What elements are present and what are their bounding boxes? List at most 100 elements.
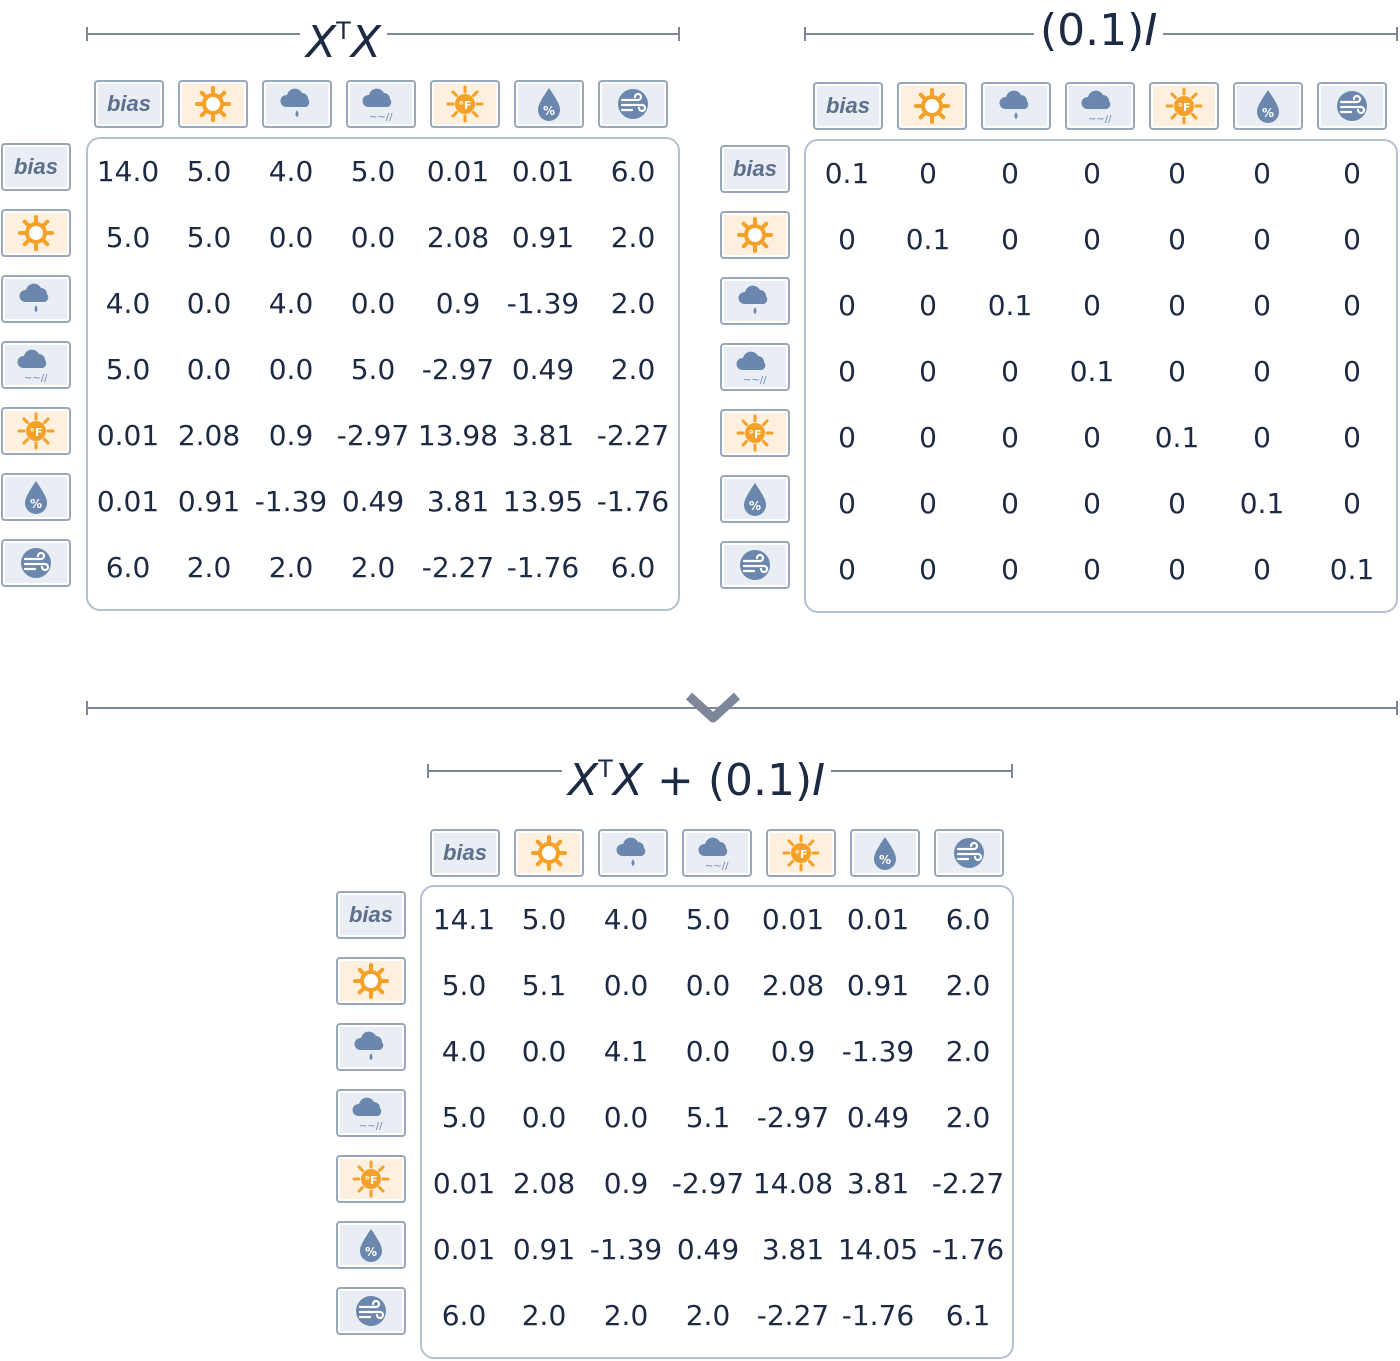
humidity-icon: % xyxy=(865,833,905,873)
matrix-cell: 0 xyxy=(838,553,856,586)
matrix-cell: 0.49 xyxy=(341,485,405,518)
matrix-cell: 0.0 xyxy=(685,969,731,1002)
sun-icon xyxy=(16,213,56,253)
svg-text:%: % xyxy=(30,497,42,511)
matrix-cell: 0.1 xyxy=(824,157,870,190)
matrix-cell: 0.01 xyxy=(761,903,825,936)
column-header-bias: bias xyxy=(430,829,500,877)
matrix-cell: 0.01 xyxy=(96,419,160,452)
matrix-cell: 0 xyxy=(1253,289,1271,322)
matrix-cell: 0 xyxy=(1343,421,1361,454)
row-header-temperature: °F xyxy=(336,1155,406,1203)
matrix-cell: 0.01 xyxy=(432,1233,496,1266)
humidity-icon: % xyxy=(735,479,775,519)
matrix-cell: 0.01 xyxy=(511,155,575,188)
svg-text:~~//: ~~// xyxy=(369,112,393,123)
matrix-cell: 0 xyxy=(838,289,856,322)
matrix-cell: 0.01 xyxy=(432,1167,496,1200)
matrix-cell: 0.0 xyxy=(186,287,232,320)
matrix-cell: 4.0 xyxy=(105,287,151,320)
svg-text:~~//: ~~// xyxy=(24,373,48,384)
matrix-cell: 5.0 xyxy=(186,155,232,188)
matrix-cell: 2.0 xyxy=(603,1299,649,1332)
sun-icon xyxy=(529,833,569,873)
row-header-cloud-snow: ~~// xyxy=(720,343,790,391)
matrix-cell: 0.91 xyxy=(511,221,575,254)
matrix-cell: 5.0 xyxy=(105,353,151,386)
matrix-cell: 5.0 xyxy=(521,903,567,936)
svg-text:%: % xyxy=(543,104,555,118)
matrix-cell: -1.76 xyxy=(841,1299,915,1332)
column-header-cloud-rain xyxy=(981,82,1051,130)
title-xtx: XTX xyxy=(300,6,387,68)
matrix-cell: 0.0 xyxy=(521,1101,567,1134)
column-header-humidity: % xyxy=(850,829,920,877)
bias-label: bias xyxy=(106,91,152,116)
matrix-cell: 6.0 xyxy=(610,155,656,188)
matrix-cell: 0 xyxy=(1168,289,1186,322)
matrix-cell: 0 xyxy=(1168,355,1186,388)
matrix-cell: -2.97 xyxy=(756,1101,830,1134)
matrix-cell: -1.39 xyxy=(254,485,328,518)
matrix-cell: 0 xyxy=(919,553,937,586)
matrix-cell: -2.27 xyxy=(596,419,670,452)
matrix-cell: 0.0 xyxy=(603,1101,649,1134)
matrix-cell: 0 xyxy=(1001,223,1019,256)
column-header-wind xyxy=(934,829,1004,877)
humidity-icon: % xyxy=(529,84,569,124)
matrix-cell: 2.08 xyxy=(426,221,490,254)
column-header-cloud-rain xyxy=(598,829,668,877)
cloud-rain-icon xyxy=(16,279,56,319)
temperature-icon: °F xyxy=(351,1159,391,1199)
matrix-cell: -2.27 xyxy=(421,551,495,584)
matrix-cell: 0 xyxy=(1343,289,1361,322)
row-header-humidity: % xyxy=(720,475,790,523)
svg-text:~~//: ~~// xyxy=(705,861,729,872)
matrix-cell: 0.0 xyxy=(685,1035,731,1068)
svg-text:%: % xyxy=(879,853,891,867)
matrix-cell: 0.49 xyxy=(511,353,575,386)
cloud-rain-icon xyxy=(996,86,1036,126)
matrix-cell: 0.91 xyxy=(512,1233,576,1266)
row-header-bias: bias xyxy=(336,891,406,939)
svg-text:%: % xyxy=(749,499,761,513)
matrix-cell: -2.27 xyxy=(931,1167,1005,1200)
column-header-temperature: °F xyxy=(766,829,836,877)
matrix-cell: 6.0 xyxy=(441,1299,487,1332)
matrix-cell: 4.0 xyxy=(268,155,314,188)
matrix-cell: -1.39 xyxy=(841,1035,915,1068)
matrix-cell: 0 xyxy=(1253,421,1271,454)
matrix-cell: -2.97 xyxy=(336,419,410,452)
matrix-bracket-sum xyxy=(420,885,1014,1359)
wind-icon xyxy=(1332,86,1372,126)
wind-icon xyxy=(735,545,775,585)
row-header-wind xyxy=(1,539,71,587)
matrix-cell: 0.0 xyxy=(521,1035,567,1068)
title-sum: XTX + (0.1)I xyxy=(562,744,832,806)
matrix-cell: 0 xyxy=(1083,223,1101,256)
row-header-humidity: % xyxy=(336,1221,406,1269)
matrix-cell: 5.1 xyxy=(685,1101,731,1134)
matrix-cell: 5.0 xyxy=(685,903,731,936)
matrix-cell: 2.0 xyxy=(610,287,656,320)
matrix-cell: 3.81 xyxy=(426,485,490,518)
matrix-cell: 0.91 xyxy=(846,969,910,1002)
svg-text:°F: °F xyxy=(1177,101,1190,114)
divider-rule xyxy=(86,701,1398,715)
row-header-temperature: °F xyxy=(720,409,790,457)
svg-text:°F: °F xyxy=(29,426,42,439)
column-header-humidity: % xyxy=(1233,82,1303,130)
matrix-cell: 0.91 xyxy=(177,485,241,518)
matrix-cell: 5.0 xyxy=(441,1101,487,1134)
cloud-snow-icon: ~~// xyxy=(1078,86,1122,126)
column-header-sun xyxy=(178,80,248,128)
temperature-icon: °F xyxy=(16,411,56,451)
matrix-cell: 5.1 xyxy=(521,969,567,1002)
row-header-cloud-rain xyxy=(336,1023,406,1071)
row-header-sun xyxy=(1,209,71,257)
row-header-temperature: °F xyxy=(1,407,71,455)
chevron-down-icon xyxy=(685,692,741,723)
matrix-cell: 0.0 xyxy=(350,221,396,254)
row-header-sun xyxy=(720,211,790,259)
sun-icon xyxy=(351,961,391,1001)
